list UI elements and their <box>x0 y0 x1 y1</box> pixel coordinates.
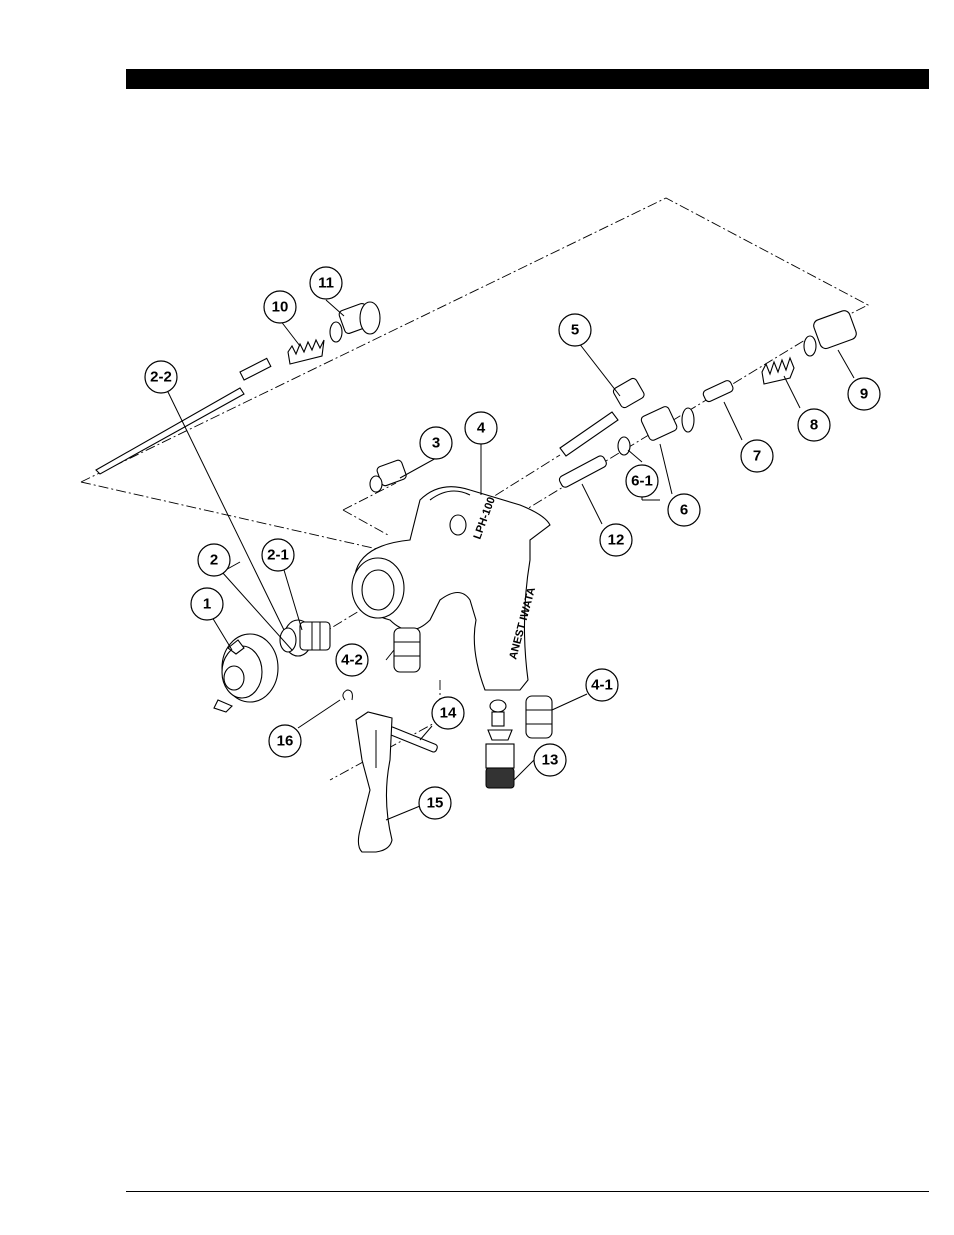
svg-text:11: 11 <box>318 275 334 292</box>
svg-text:4-1: 4-1 <box>591 677 613 694</box>
svg-text:3: 3 <box>432 435 440 452</box>
callout-13: 13 <box>534 744 566 776</box>
part-o-ring <box>618 437 630 455</box>
part-valve-stem <box>702 379 734 403</box>
svg-text:14: 14 <box>440 705 457 722</box>
callout-6: 6 <box>668 494 700 526</box>
callout-5: 5 <box>559 314 591 346</box>
svg-text:6-1: 6-1 <box>631 473 653 490</box>
callout-2-1: 2-1 <box>262 539 294 571</box>
svg-text:16: 16 <box>277 733 294 750</box>
svg-text:13: 13 <box>542 752 559 769</box>
svg-text:2-2: 2-2 <box>150 369 172 386</box>
callout-9: 9 <box>848 378 880 410</box>
callout-16: 16 <box>269 725 301 757</box>
part-valve-spring <box>762 358 794 384</box>
svg-text:6: 6 <box>680 502 688 519</box>
part-4-2-fitting <box>394 628 420 672</box>
callout-4-1: 4-1 <box>586 669 618 701</box>
part-fluid-needle <box>96 358 271 474</box>
callout-7: 7 <box>741 440 773 472</box>
part-gun-body: LPH-100 ANEST IWATA <box>352 487 550 690</box>
callout-11: 11 <box>310 267 342 299</box>
svg-text:1: 1 <box>203 596 211 613</box>
callout-4: 4 <box>465 412 497 444</box>
callout-2-2: 2-2 <box>145 361 177 393</box>
svg-text:12: 12 <box>608 532 625 549</box>
callout-15: 15 <box>419 787 451 819</box>
svg-text:2: 2 <box>210 552 218 569</box>
svg-text:10: 10 <box>272 299 289 316</box>
svg-text:15: 15 <box>427 795 444 812</box>
callout-4-2: 4-2 <box>336 644 368 676</box>
part-adjusting-knob <box>330 302 380 342</box>
callout-14: 14 <box>432 697 464 729</box>
part-trigger-stud <box>387 726 438 753</box>
part-e-ring <box>343 690 353 700</box>
callout-8: 8 <box>798 409 830 441</box>
svg-text:2-1: 2-1 <box>267 547 289 564</box>
part-pin-12 <box>558 455 608 489</box>
part-fluid-nozzle <box>280 620 330 656</box>
svg-text:4-2: 4-2 <box>341 652 363 669</box>
svg-text:4: 4 <box>477 420 486 437</box>
part-valve-housing <box>804 309 858 356</box>
part-baffle <box>370 459 407 492</box>
svg-text:9: 9 <box>860 386 868 403</box>
callout-10: 10 <box>264 291 296 323</box>
callout-1: 1 <box>191 588 223 620</box>
svg-text:8: 8 <box>810 417 818 434</box>
assembly-axis-lines <box>81 198 868 780</box>
part-needle-spring <box>288 340 324 364</box>
part-air-valve <box>560 377 646 456</box>
part-trigger <box>356 712 392 852</box>
svg-text:7: 7 <box>753 448 761 465</box>
part-4-1-air-fitting <box>526 696 552 738</box>
callout-12: 12 <box>600 524 632 556</box>
part-air-adjuster <box>486 700 514 788</box>
callout-6-1: 6-1 <box>626 465 658 497</box>
svg-text:5: 5 <box>571 322 579 339</box>
footer-rule <box>126 1191 929 1192</box>
callout-3: 3 <box>420 427 452 459</box>
part-air-cap <box>214 634 278 712</box>
callout-2: 2 <box>198 544 230 576</box>
part-valve-seat <box>640 405 694 441</box>
